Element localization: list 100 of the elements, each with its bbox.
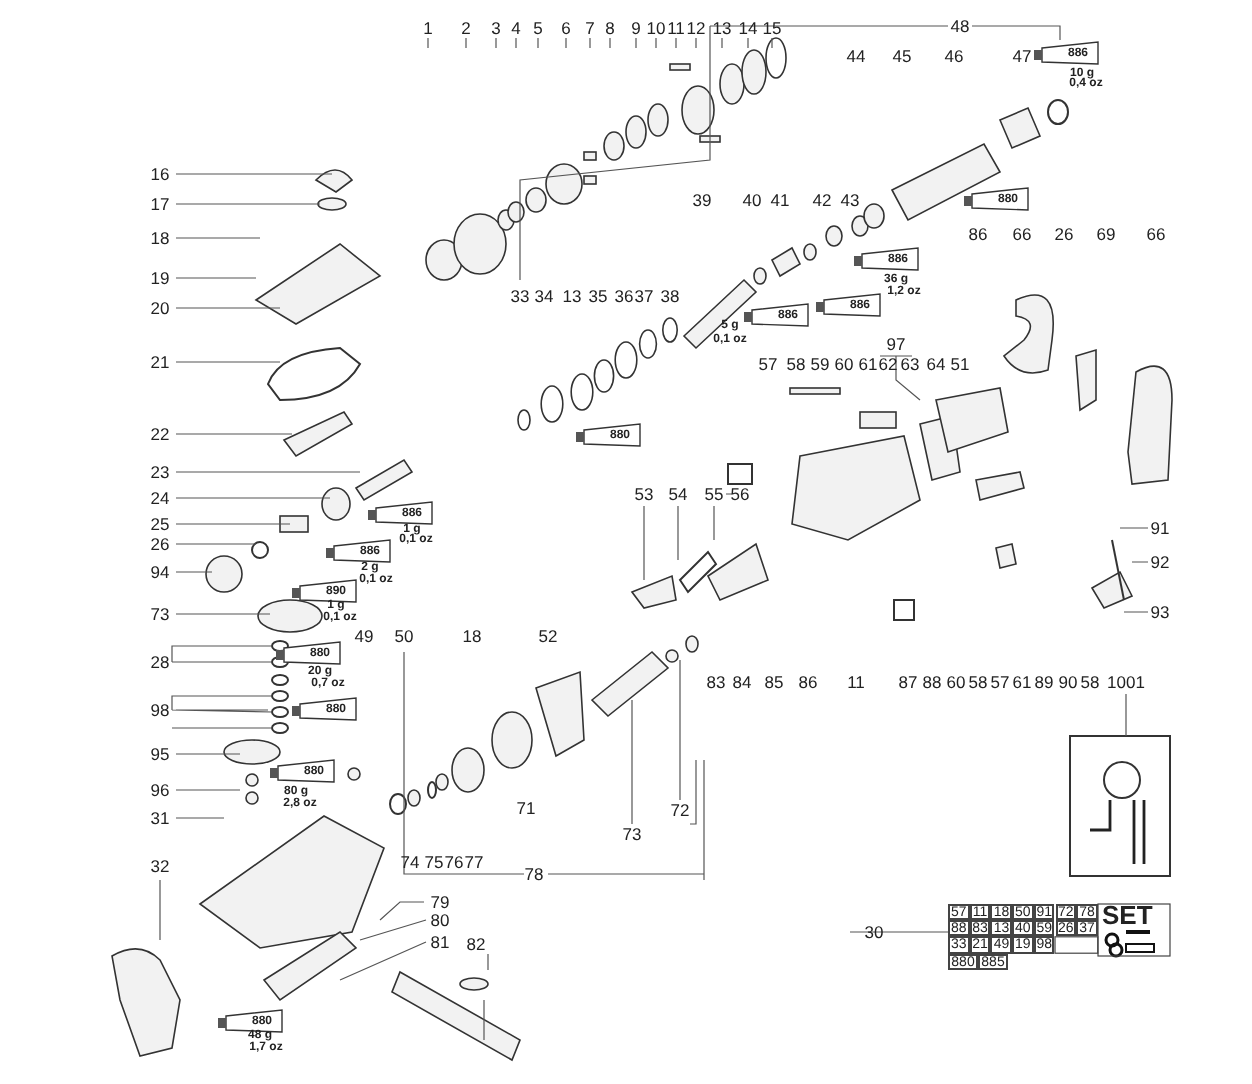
callout-number: 1	[423, 19, 433, 37]
callout-number: 75	[424, 853, 444, 871]
callout-number: 9	[631, 19, 641, 37]
callout-number: 59	[810, 355, 830, 373]
callout-number: 31	[150, 809, 170, 827]
callout-number: 94	[150, 563, 170, 581]
callout-number: 71	[516, 799, 536, 817]
callout-number: 58	[1080, 673, 1100, 691]
callout-number: 57	[990, 673, 1010, 691]
callout-number: 93	[1150, 603, 1170, 621]
callout-number: 18	[150, 229, 170, 247]
callout-number: 5	[533, 19, 543, 37]
callout-number: 28	[150, 653, 170, 671]
callout-number: 45	[892, 47, 912, 65]
callout-number: 12	[686, 19, 706, 37]
callout-number: 26	[150, 535, 170, 553]
callout-number: 8	[605, 19, 615, 37]
callout-number: 81	[430, 933, 450, 951]
callout-number: 58	[786, 355, 806, 373]
callout-number: 69	[1096, 225, 1116, 243]
callout-number: 54	[668, 485, 688, 503]
callout-number: 79	[430, 893, 450, 911]
callout-number: 34	[534, 287, 554, 305]
callout-number: 24	[150, 489, 170, 507]
callout-number: 86	[798, 673, 818, 691]
callout-number: 85	[764, 673, 784, 691]
callout-number: 48	[950, 17, 970, 35]
callout-number: 47	[1012, 47, 1032, 65]
callout-number: 63	[900, 355, 920, 373]
callout-number: 23	[150, 463, 170, 481]
callout-number: 91	[1150, 519, 1170, 537]
callout-number: 55	[704, 485, 724, 503]
callout-number: 84	[732, 673, 752, 691]
callout-number: 58	[968, 673, 988, 691]
callout-number: 26	[1054, 225, 1074, 243]
callout-number: 35	[588, 287, 608, 305]
callout-number: 95	[150, 745, 170, 763]
callout-number: 97	[886, 335, 906, 353]
callout-number: 83	[706, 673, 726, 691]
callout-number: 78	[524, 865, 544, 883]
callout-number: 72	[670, 801, 690, 819]
callout-number: 19	[150, 269, 170, 287]
callout-number: 74	[400, 853, 420, 871]
callout-number: 36	[614, 287, 634, 305]
callout-number: 87	[898, 673, 918, 691]
callout-number: 66	[1146, 225, 1166, 243]
callout-number: 25	[150, 515, 170, 533]
callout-number: 92	[1150, 553, 1170, 571]
callout-number: 90	[1058, 673, 1078, 691]
callout-number: 46	[944, 47, 964, 65]
callout-number: 56	[730, 485, 750, 503]
callout-number: 40	[742, 191, 762, 209]
callout-number: 21	[150, 353, 170, 371]
callout-number: 42	[812, 191, 832, 209]
callout-number: 96	[150, 781, 170, 799]
callout-number: 6	[561, 19, 571, 37]
callout-number: 57	[758, 355, 778, 373]
callout-number: 50	[394, 627, 414, 645]
callout-number: 73	[622, 825, 642, 843]
callout-number: 86	[968, 225, 988, 243]
callout-number: 2	[461, 19, 471, 37]
callout-number: 88	[922, 673, 942, 691]
callout-number: 3	[491, 19, 501, 37]
callout-number: 39	[692, 191, 712, 209]
callout-number: 51	[950, 355, 970, 373]
callout-number: 64	[926, 355, 946, 373]
callout-number: 18	[462, 627, 482, 645]
callout-number: 80	[430, 911, 450, 929]
callout-number: 52	[538, 627, 558, 645]
callout-number: 49	[354, 627, 374, 645]
callout-number: 30	[864, 923, 884, 941]
callout-number: 76	[444, 853, 464, 871]
callout-number: 62	[878, 355, 898, 373]
callout-number: 60	[834, 355, 854, 373]
callout-number: 7	[585, 19, 595, 37]
callout-number: 61	[1012, 673, 1032, 691]
callout-number: 22	[150, 425, 170, 443]
callout-number: 4	[511, 19, 521, 37]
callout-number: 44	[846, 47, 866, 65]
callout-number: 13	[712, 19, 732, 37]
set-heading: SET	[1102, 902, 1153, 928]
callout-number: 77	[464, 853, 484, 871]
callout-number: 43	[840, 191, 860, 209]
callout-number: 61	[858, 355, 878, 373]
callout-number: 10	[646, 19, 666, 37]
callout-number: 98	[150, 701, 170, 719]
callout-number: 66	[1012, 225, 1032, 243]
callout-number: 53	[634, 485, 654, 503]
callout-number: 60	[946, 673, 966, 691]
callout-number: 32	[150, 857, 170, 875]
callout-number: 14	[738, 19, 758, 37]
callout-number: 82	[466, 935, 486, 953]
callout-number: 20	[150, 299, 170, 317]
callout-number: 1001	[1107, 673, 1145, 691]
callout-number: 17	[150, 195, 170, 213]
callout-number: 11	[847, 673, 865, 691]
callout-number: 38	[660, 287, 680, 305]
callout-number: 41	[770, 191, 790, 209]
callout-number: 13	[562, 287, 582, 305]
callout-number: 11	[667, 19, 685, 37]
